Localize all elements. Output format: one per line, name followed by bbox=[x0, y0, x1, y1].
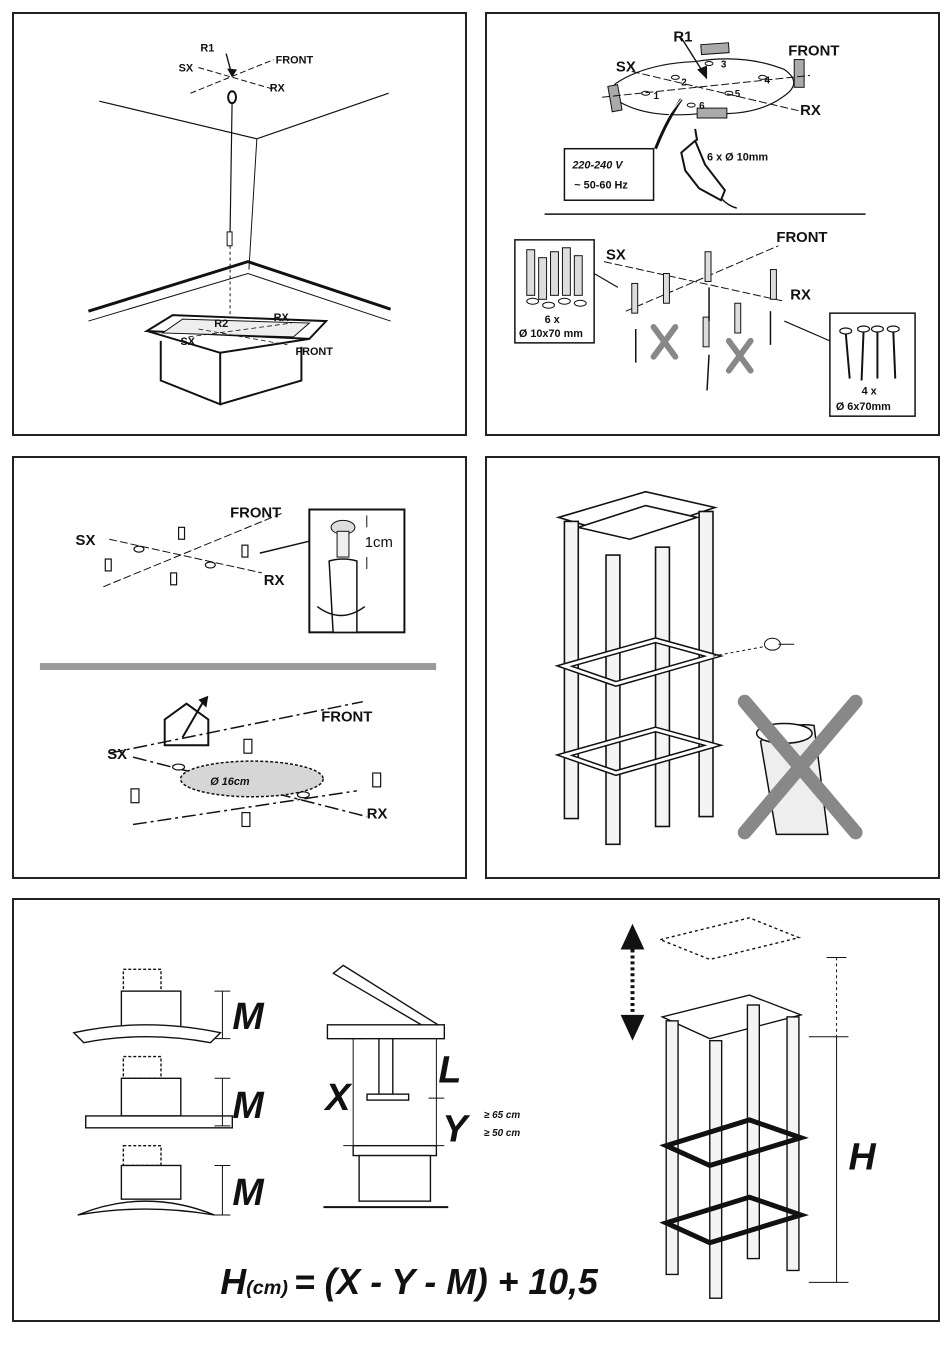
height-calculation-illustration: M M M L X Y ≥ 65 cm ≥ 50 cm H H(cm)= (X … bbox=[14, 900, 938, 1320]
label-front-2: FRONT bbox=[321, 709, 372, 725]
label-m-2: M bbox=[232, 1084, 264, 1126]
panel-ceiling-marking: R1 SX FRONT RX R2 SX RX FRONT bbox=[12, 12, 467, 436]
formula: H(cm) = (X - Y - M) + 10,5 bbox=[220, 1262, 599, 1302]
label-x: X bbox=[323, 1076, 352, 1118]
label-y-elec: ≥ 50 cm bbox=[484, 1128, 520, 1139]
label-m-3: M bbox=[232, 1171, 264, 1213]
label-r1: R1 bbox=[200, 43, 214, 55]
label-diameter: Ø 16cm bbox=[210, 776, 250, 788]
hole-label-6: 6 bbox=[699, 101, 705, 112]
label-y-vent: ≥ 65 cm bbox=[484, 1110, 520, 1121]
ceiling-marking-illustration: R1 SX FRONT RX R2 SX RX FRONT bbox=[14, 14, 465, 434]
label-sx-hob: SX bbox=[181, 336, 196, 348]
label-rx: RX bbox=[800, 103, 821, 119]
label-sx-2: SX bbox=[107, 747, 127, 763]
label-l: L bbox=[438, 1048, 461, 1090]
panel-drilling: R1 SX FRONT RX 1 2 3 4 5 6 220-240 V ~ 5… bbox=[485, 12, 940, 436]
formula-rest: = (X - Y - M) + 10,5 bbox=[294, 1262, 599, 1302]
label-gap-1cm: 1cm bbox=[365, 535, 393, 551]
formula-h: H bbox=[220, 1262, 247, 1302]
formula-unit: (cm) bbox=[246, 1277, 288, 1299]
label-front-hob: FRONT bbox=[295, 346, 333, 358]
label-drill-size: 6 x Ø 10mm bbox=[707, 152, 768, 164]
panel-screw-fixing: SX FRONT RX 1cm SX FRONT RX Ø 16cm bbox=[12, 456, 467, 879]
label-y: Y bbox=[442, 1108, 470, 1150]
label-h: H bbox=[848, 1135, 876, 1177]
label-front: FRONT bbox=[788, 44, 839, 60]
label-rx: RX bbox=[264, 573, 285, 589]
label-m-1: M bbox=[232, 995, 264, 1037]
hole-label-2: 2 bbox=[681, 77, 687, 88]
label-r2: R2 bbox=[214, 318, 228, 330]
hole-label-5: 5 bbox=[735, 89, 741, 100]
label-front-2: FRONT bbox=[776, 230, 827, 246]
label-front: FRONT bbox=[230, 505, 281, 521]
hole-label-4: 4 bbox=[765, 75, 771, 86]
screw-fixing-illustration: SX FRONT RX 1cm SX FRONT RX Ø 16cm bbox=[14, 458, 465, 877]
label-voltage: 220-240 V bbox=[571, 160, 624, 172]
panel-height-calculation: M M M L X Y ≥ 65 cm ≥ 50 cm H H(cm)= (X … bbox=[12, 898, 940, 1322]
label-screws-count: 4 x bbox=[862, 385, 877, 397]
hole-label-1: 1 bbox=[654, 91, 660, 102]
label-rx-hob: RX bbox=[274, 312, 290, 324]
label-screws-size: Ø 6x70mm bbox=[836, 401, 891, 413]
frame-illustration bbox=[487, 458, 938, 877]
label-sx: SX bbox=[616, 59, 636, 75]
hole-label-3: 3 bbox=[721, 59, 727, 70]
label-sx-2: SX bbox=[606, 248, 626, 264]
label-frequency: ~ 50-60 Hz bbox=[574, 179, 628, 191]
label-plugs-size: Ø 10x70 mm bbox=[519, 328, 583, 340]
label-rx-2: RX bbox=[367, 807, 388, 823]
label-sx: SX bbox=[179, 62, 194, 74]
label-r1: R1 bbox=[673, 30, 692, 46]
drilling-illustration: R1 SX FRONT RX 1 2 3 4 5 6 220-240 V ~ 5… bbox=[487, 14, 938, 434]
label-plugs-count: 6 x bbox=[545, 314, 560, 326]
label-sx: SX bbox=[76, 533, 96, 549]
label-front: FRONT bbox=[276, 55, 314, 67]
label-rx: RX bbox=[270, 82, 286, 94]
panel-frame-remove-screw bbox=[485, 456, 940, 879]
label-rx-2: RX bbox=[790, 287, 811, 303]
